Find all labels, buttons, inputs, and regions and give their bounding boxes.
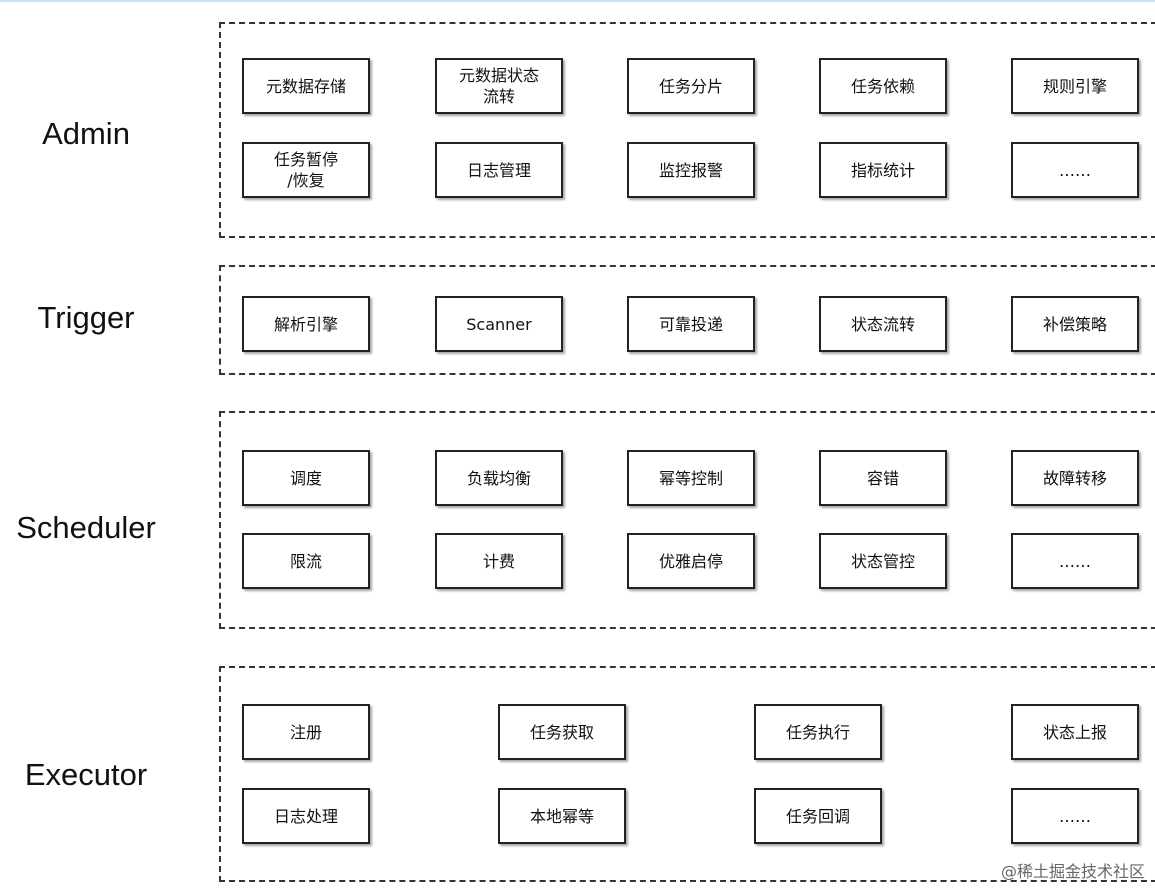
layer-label-trigger: Trigger <box>37 300 135 335</box>
component-box: 任务获取 <box>498 704 626 760</box>
layer-box-executor <box>219 666 1155 882</box>
component-box: 元数据状态 流转 <box>435 58 563 114</box>
component-box: 优雅启停 <box>627 533 755 589</box>
component-box: 本地幂等 <box>498 788 626 844</box>
component-box: 调度 <box>242 450 370 506</box>
component-box: 任务暂停 /恢复 <box>242 142 370 198</box>
component-box: 规则引擎 <box>1011 58 1139 114</box>
component-box: 任务依赖 <box>819 58 947 114</box>
component-box: 可靠投递 <box>627 296 755 352</box>
layer-label-scheduler: Scheduler <box>16 510 156 545</box>
component-box: 容错 <box>819 450 947 506</box>
component-box: 任务分片 <box>627 58 755 114</box>
component-box: 故障转移 <box>1011 450 1139 506</box>
watermark: @稀土掘金技术社区 <box>1000 862 1145 881</box>
component-box: 限流 <box>242 533 370 589</box>
component-box: 监控报警 <box>627 142 755 198</box>
component-box: 状态流转 <box>819 296 947 352</box>
component-box: Scanner <box>435 296 563 352</box>
component-box: 状态上报 <box>1011 704 1139 760</box>
component-box: …… <box>1011 533 1139 589</box>
layer-label-admin: Admin <box>42 116 130 151</box>
component-box: 补偿策略 <box>1011 296 1139 352</box>
component-box: 计费 <box>435 533 563 589</box>
component-box: 幂等控制 <box>627 450 755 506</box>
layer-box-trigger <box>219 265 1155 375</box>
component-box: 状态管控 <box>819 533 947 589</box>
component-box: 日志管理 <box>435 142 563 198</box>
layer-box-admin <box>219 22 1155 238</box>
component-box: 元数据存储 <box>242 58 370 114</box>
component-box: 注册 <box>242 704 370 760</box>
component-box: 负载均衡 <box>435 450 563 506</box>
top-border-line <box>0 0 1155 2</box>
layer-box-scheduler <box>219 411 1155 629</box>
component-box: …… <box>1011 788 1139 844</box>
component-box: 任务回调 <box>754 788 882 844</box>
component-box: 解析引擎 <box>242 296 370 352</box>
component-box: 任务执行 <box>754 704 882 760</box>
component-box: …… <box>1011 142 1139 198</box>
layer-label-executor: Executor <box>24 757 148 792</box>
component-box: 指标统计 <box>819 142 947 198</box>
component-box: 日志处理 <box>242 788 370 844</box>
